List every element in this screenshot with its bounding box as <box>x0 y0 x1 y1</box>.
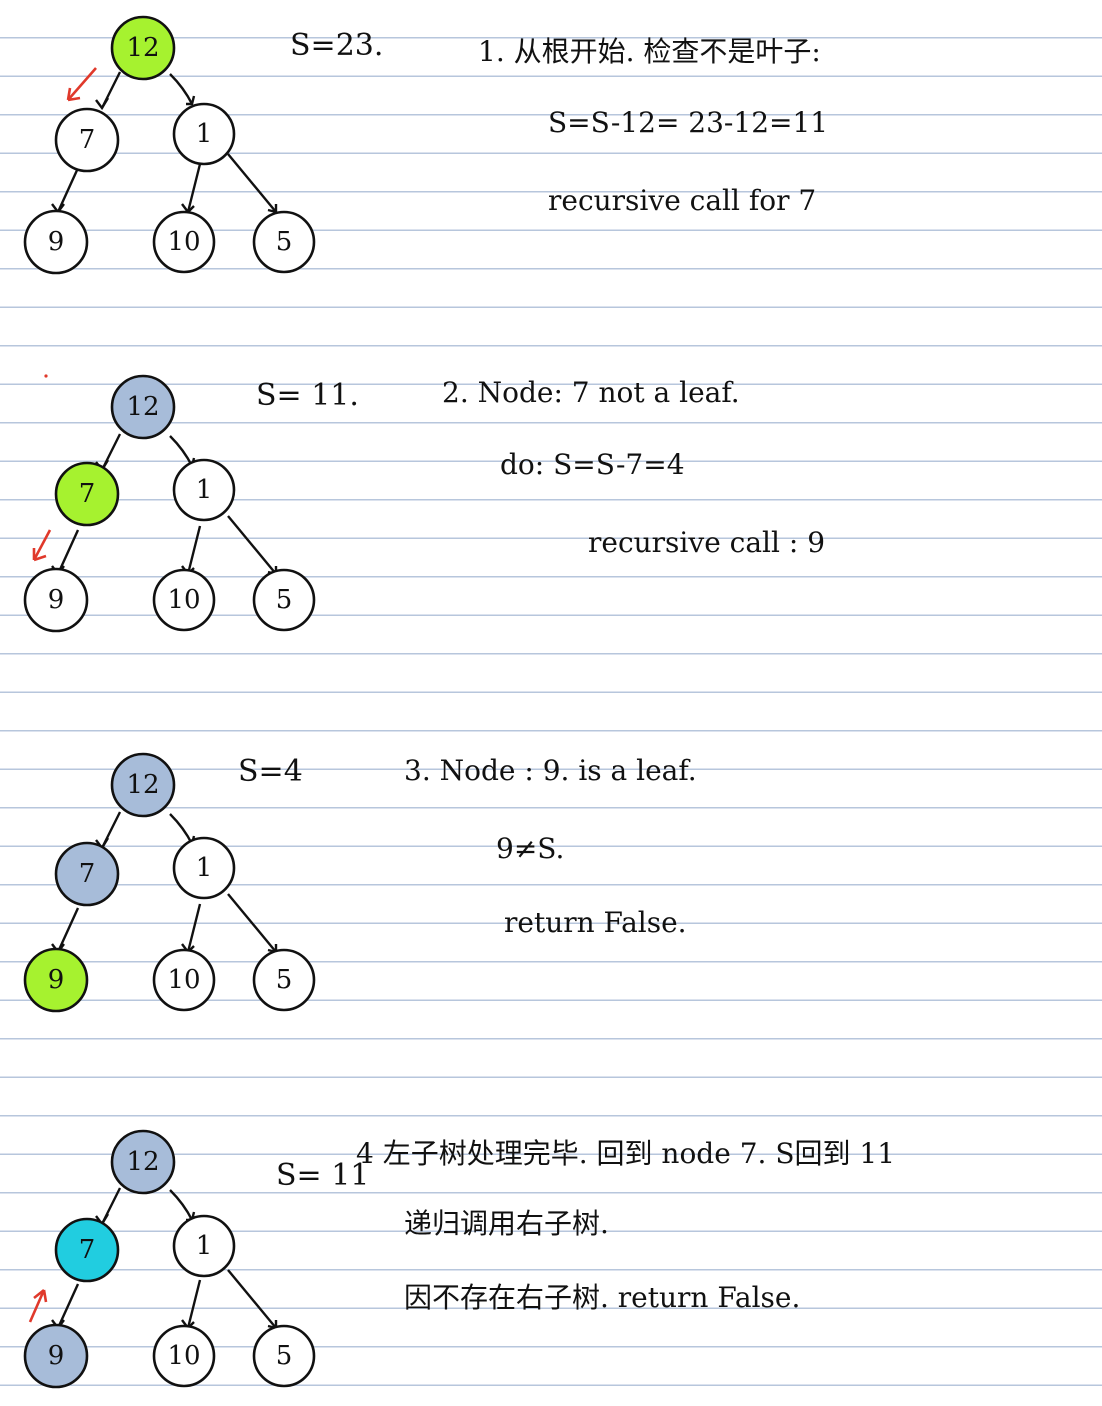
svg-text:12: 12 <box>126 770 159 800</box>
step-panel-4: 12 7 1 9 10 5 S= 11 4 左子树处理完毕. 回到 node 7… <box>0 1116 1102 1406</box>
tree-node-7: 7 <box>54 461 120 527</box>
step-text-line-2: 9≠S. <box>496 832 565 865</box>
tree-node-12: 12 <box>110 374 176 440</box>
tree-diagram-3: 12 7 1 9 10 5 <box>23 752 316 1013</box>
svg-text:9: 9 <box>48 965 65 995</box>
svg-text:7: 7 <box>79 859 96 889</box>
edge-7-9 <box>56 907 80 953</box>
step-text-line-3: return False. <box>504 906 687 939</box>
svg-text:10: 10 <box>167 227 200 257</box>
tree-node-10: 10 <box>152 1324 216 1388</box>
svg-text:7: 7 <box>79 125 96 155</box>
svg-text:7: 7 <box>79 479 96 509</box>
svg-text:10: 10 <box>167 965 200 995</box>
tree-node-5: 5 <box>252 210 316 274</box>
tree-diagram-1: 12 7 1 9 10 5 <box>23 15 316 275</box>
tree-node-1: 1 <box>172 102 236 166</box>
svg-text:5: 5 <box>276 965 293 995</box>
tree-node-5: 5 <box>252 1324 316 1388</box>
red-arrow-up <box>28 1288 48 1323</box>
arrowhead-1 <box>186 95 196 106</box>
edge-7-9 <box>56 529 80 575</box>
svg-text:5: 5 <box>276 585 293 615</box>
step-panel-1: 12 7 1 9 10 5 S=23. 1. 从根开始. 检查不是叶子: S=S… <box>0 0 1102 300</box>
tree-node-9: 9 <box>23 1323 89 1389</box>
svg-text:1: 1 <box>196 475 213 505</box>
step-panel-3: 12 7 1 9 10 5 S=4 3. Node : 9. is a leaf… <box>0 740 1102 1040</box>
step-text-line-1: 1. 从根开始. 检查不是叶子: <box>478 35 821 68</box>
svg-text:1: 1 <box>196 853 213 883</box>
tree-node-7: 7 <box>54 107 120 173</box>
svg-text:12: 12 <box>126 33 159 63</box>
edge-12-1 <box>169 1189 194 1221</box>
step-text-line-1: 2. Node: 7 not a leaf. <box>442 376 740 409</box>
svg-text:12: 12 <box>126 392 159 422</box>
red-arrow-down <box>32 529 52 562</box>
edges <box>51 71 278 214</box>
svg-text:5: 5 <box>276 1341 293 1371</box>
tree-node-10: 10 <box>152 948 216 1012</box>
tree-node-5: 5 <box>252 568 316 632</box>
edge-1-5 <box>227 515 277 575</box>
tree-node-10: 10 <box>152 210 216 274</box>
tree-node-1: 1 <box>172 458 236 522</box>
step-text-line-2: S=S-12= 23-12=11 <box>548 106 829 139</box>
tree-node-10: 10 <box>152 568 216 632</box>
edge-1-5 <box>227 153 277 213</box>
sum-label: S= 11. <box>256 378 359 413</box>
tree-node-7: 7 <box>54 1217 120 1283</box>
tree-node-1: 1 <box>172 836 236 900</box>
svg-text:9: 9 <box>48 585 65 615</box>
edge-1-10 <box>186 525 202 575</box>
step-text-line-1: 3. Node : 9. is a leaf. <box>404 754 697 787</box>
sum-label: S=23. <box>290 28 384 63</box>
step-text-line-2: do: S=S-7=4 <box>500 448 685 481</box>
tree-node-9: 9 <box>23 947 89 1013</box>
svg-text:10: 10 <box>167 585 200 615</box>
tree-node-9: 9 <box>23 567 89 633</box>
tree-diagram-2: 12 7 1 9 10 5 <box>23 374 316 633</box>
edge-1-10 <box>186 903 202 953</box>
svg-text:12: 12 <box>126 1147 159 1177</box>
svg-text:7: 7 <box>79 1235 96 1265</box>
edge-12-1 <box>169 73 194 105</box>
edge-1-5 <box>227 1269 277 1329</box>
tree-node-12: 12 <box>110 15 176 81</box>
step-text-line-3: 因不存在右子树. return False. <box>404 1281 801 1314</box>
edge-12-1 <box>169 813 194 845</box>
svg-text:9: 9 <box>48 1341 65 1371</box>
svg-text:5: 5 <box>276 227 293 257</box>
step-text-line-3: recursive call : 9 <box>588 526 826 559</box>
edge-1-10 <box>186 163 202 213</box>
red-dot <box>44 374 48 378</box>
tree-node-9: 9 <box>23 209 89 275</box>
tree-node-12: 12 <box>110 1129 176 1195</box>
edge-7-9 <box>56 167 80 213</box>
svg-text:1: 1 <box>196 1231 213 1261</box>
tree-node-7: 7 <box>54 841 120 907</box>
sum-label: S=4 <box>238 754 303 789</box>
tree-diagram-4: 12 7 1 9 10 5 <box>23 1129 316 1389</box>
arrowhead-7 <box>95 97 110 111</box>
step-panel-2: 12 7 1 9 10 5 S= 11. 2. Node: 7 not a le… <box>0 362 1102 662</box>
red-arrow-down <box>66 67 97 102</box>
svg-text:1: 1 <box>196 119 213 149</box>
tree-node-1: 1 <box>172 1214 236 1278</box>
edge-7-9 <box>56 1283 80 1329</box>
edge-1-10 <box>186 1279 202 1329</box>
edge-12-1 <box>169 435 194 467</box>
svg-text:9: 9 <box>48 227 65 257</box>
edge-1-5 <box>227 893 277 953</box>
step-text-line-1: 4 左子树处理完毕. 回到 node 7. S回到 11 <box>356 1137 896 1170</box>
svg-text:10: 10 <box>167 1341 200 1371</box>
tree-node-5: 5 <box>252 948 316 1012</box>
step-text-line-2: 递归调用右子树. <box>404 1207 609 1240</box>
step-text-line-3: recursive call for 7 <box>548 184 817 217</box>
sum-label: S= 11 <box>276 1158 370 1193</box>
tree-node-12: 12 <box>110 752 176 818</box>
